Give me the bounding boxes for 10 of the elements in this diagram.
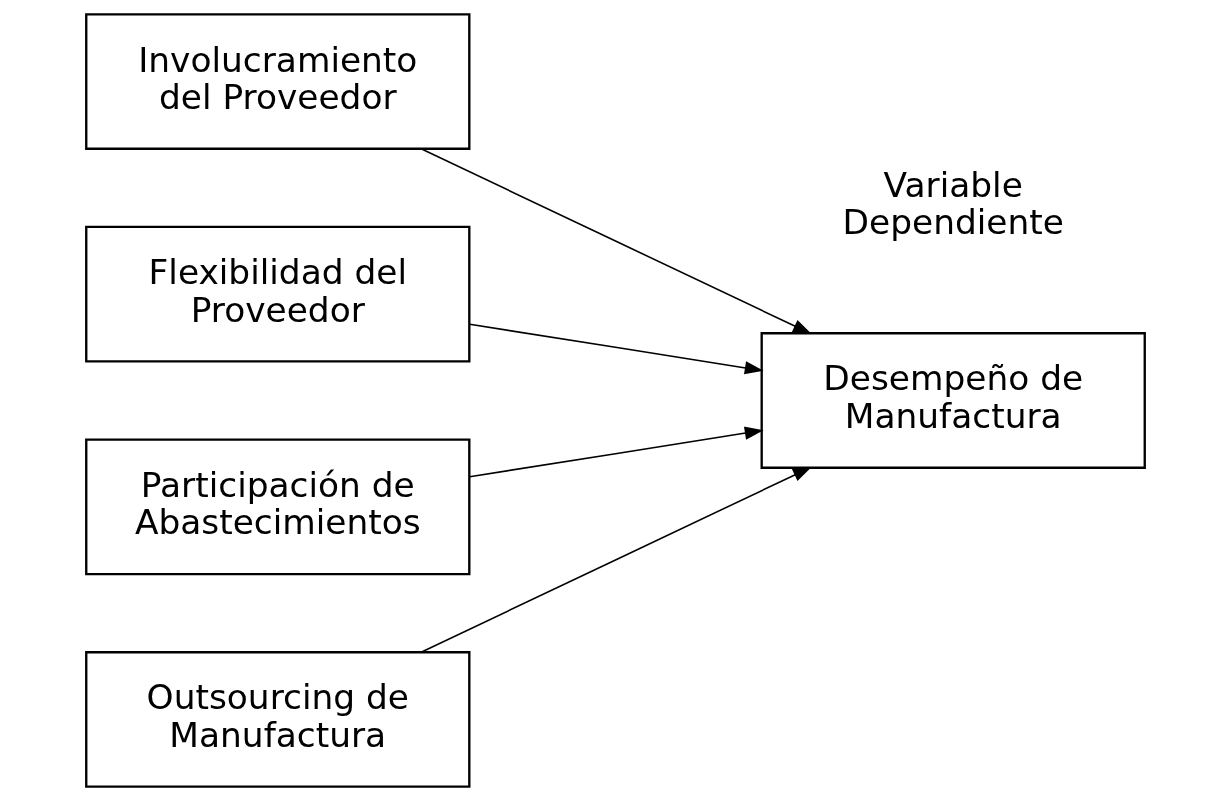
- arrow: [468, 323, 764, 375]
- node-box: Participación de Abastecimientos: [84, 438, 470, 576]
- arrow: [419, 148, 812, 335]
- node-box: Involucramiento del Proveedor: [84, 13, 470, 150]
- arrow: [468, 426, 764, 478]
- node-box: Flexibilidad del Proveedor: [84, 225, 470, 363]
- label: Variable Dependiente: [842, 164, 1064, 243]
- node-box: Desempeño de Manufactura: [760, 332, 1146, 469]
- arrow: [419, 466, 812, 653]
- node-box: Outsourcing de Manufactura: [84, 651, 470, 788]
